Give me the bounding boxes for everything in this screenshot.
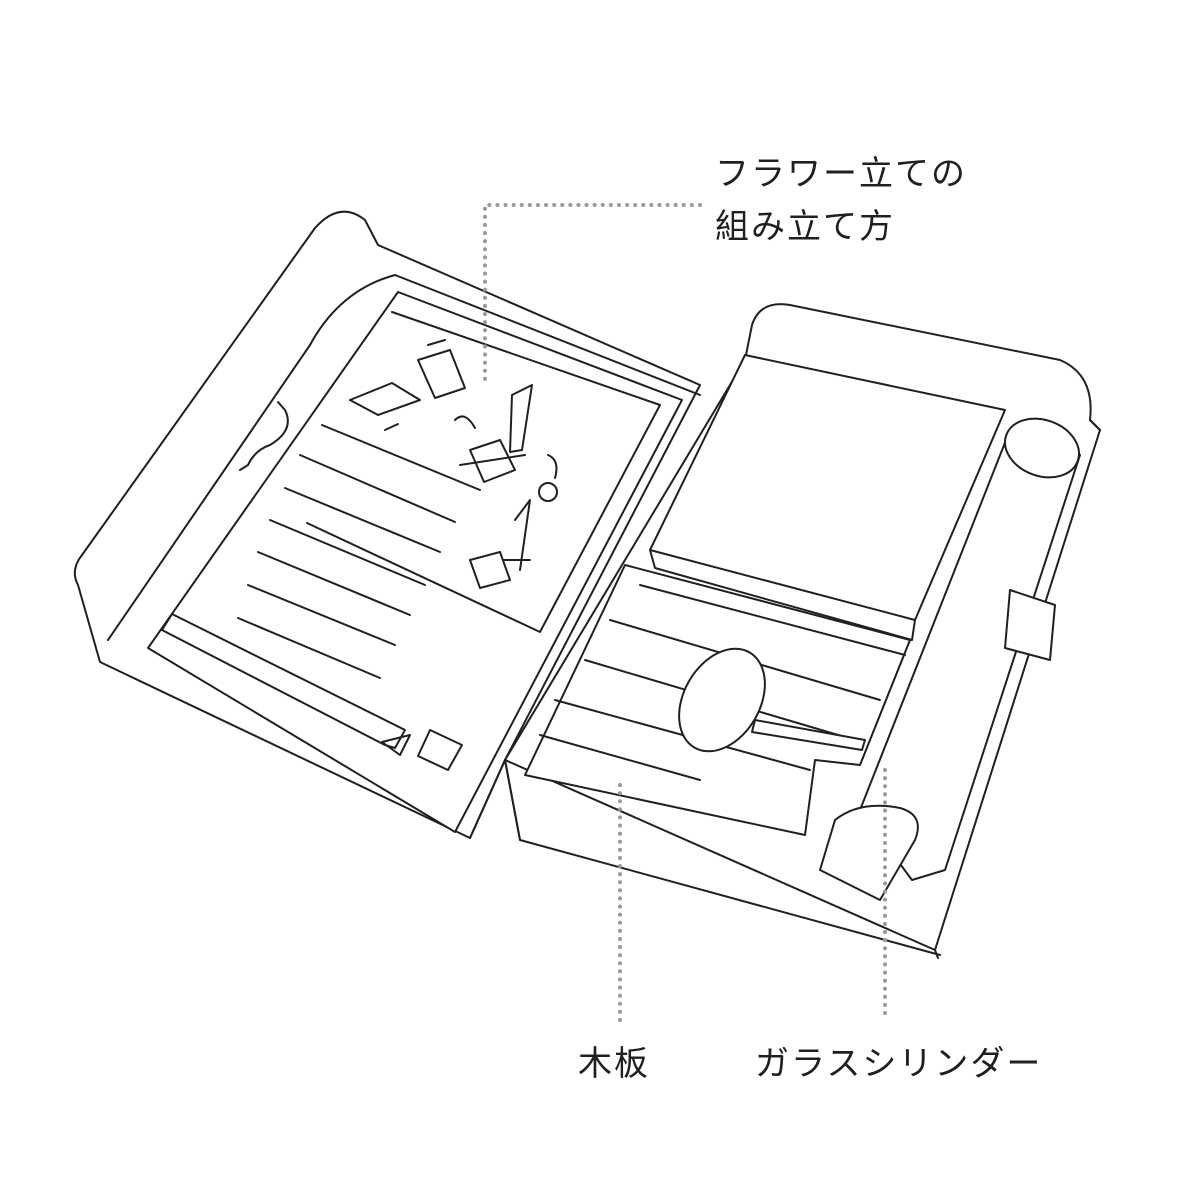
tray-box <box>504 303 1101 959</box>
instruction-sheet <box>147 291 683 833</box>
wood-board-label: 木板 <box>578 1044 650 1084</box>
glass-cylinder-label: ガラスシリンダー <box>755 1044 1043 1084</box>
assembly-label-line1: フラワー立ての <box>715 154 967 194</box>
assembly-label-line2: 組み立て方 <box>715 207 895 247</box>
leader-assembly <box>483 203 702 387</box>
